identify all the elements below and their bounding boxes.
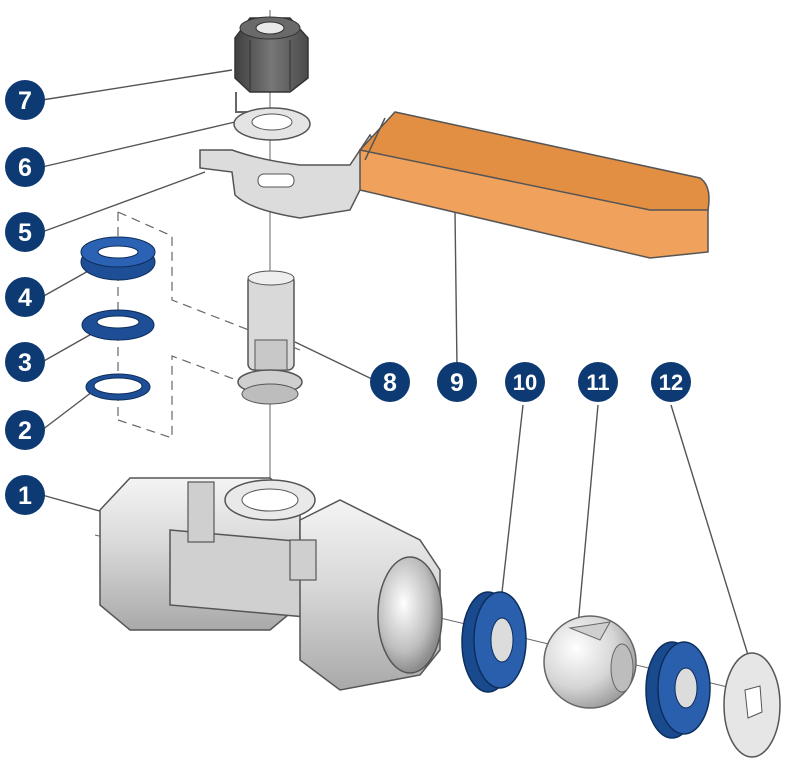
callout-3: 3	[5, 342, 45, 382]
leader-line-9	[454, 211, 458, 369]
callout-1: 1	[5, 475, 45, 515]
leader-line-4	[41, 269, 91, 298]
dashed-guide-lower	[117, 355, 291, 439]
callout-3-label: 3	[18, 349, 32, 377]
callout-4: 4	[5, 277, 45, 317]
callout-2-circle	[5, 410, 45, 450]
leader-lines	[41, 69, 753, 669]
callout-8-circle	[370, 362, 410, 402]
callout-6-circle	[5, 147, 45, 187]
callout-11-circle	[578, 362, 618, 402]
leader-line-3	[41, 331, 96, 363]
callout-7-label: 7	[18, 87, 32, 115]
leader-line-10	[499, 404, 524, 611]
callout-10: 10	[505, 362, 545, 402]
callout-12: 12	[651, 362, 691, 402]
callout-5-label: 5	[18, 219, 32, 247]
callout-12-label: 12	[659, 370, 683, 395]
callout-2: 2	[5, 410, 45, 450]
callout-1-label: 1	[18, 482, 32, 510]
seat-ring-left	[461, 591, 527, 693]
callout-11-label: 11	[586, 370, 609, 395]
valve-ball	[543, 615, 637, 709]
callout-5-circle	[5, 212, 45, 252]
leader-line-5	[41, 171, 206, 233]
callout-4-circle	[5, 277, 45, 317]
callout-9-label: 9	[450, 369, 464, 397]
callout-3-circle	[5, 342, 45, 382]
stem-seals	[80, 236, 156, 401]
callout-8-label: 8	[383, 369, 397, 397]
callout-9: 9	[437, 362, 477, 402]
callout-10-label: 10	[513, 370, 537, 395]
seal-4	[80, 236, 156, 281]
callout-6-label: 6	[18, 154, 32, 182]
callout-10-circle	[505, 362, 545, 402]
leader-line-6	[41, 121, 236, 168]
callout-9-circle	[437, 362, 477, 402]
callout-11: 11	[578, 362, 618, 402]
callout-8: 8	[370, 362, 410, 402]
seal-2	[85, 373, 151, 401]
lever-handle	[358, 111, 710, 259]
hex-nut	[234, 16, 309, 93]
callout-5: 5	[5, 212, 45, 252]
callout-12-circle	[651, 362, 691, 402]
stop-plate	[199, 133, 381, 219]
valve-body	[99, 477, 443, 691]
callout-7-circle	[5, 80, 45, 120]
callout-7: 7	[5, 80, 45, 120]
dashed-guide-upper	[117, 211, 301, 351]
leader-line-7	[41, 69, 233, 101]
lock-washer	[233, 92, 311, 141]
callout-2-label: 2	[18, 417, 32, 445]
leader-line-12	[670, 404, 753, 669]
callout-badges: 1 2 3 4 5 6 7 8	[5, 80, 691, 515]
callout-6: 6	[5, 147, 45, 187]
leader-line-8	[294, 341, 375, 381]
callout-4-label: 4	[18, 284, 32, 312]
seat-ring-right	[645, 641, 711, 739]
callout-1-circle	[5, 475, 45, 515]
leader-line-2	[41, 391, 93, 431]
leader-line-11	[577, 404, 599, 626]
seal-3	[81, 309, 155, 341]
valve-stem	[237, 270, 303, 405]
end-cap	[723, 652, 781, 758]
